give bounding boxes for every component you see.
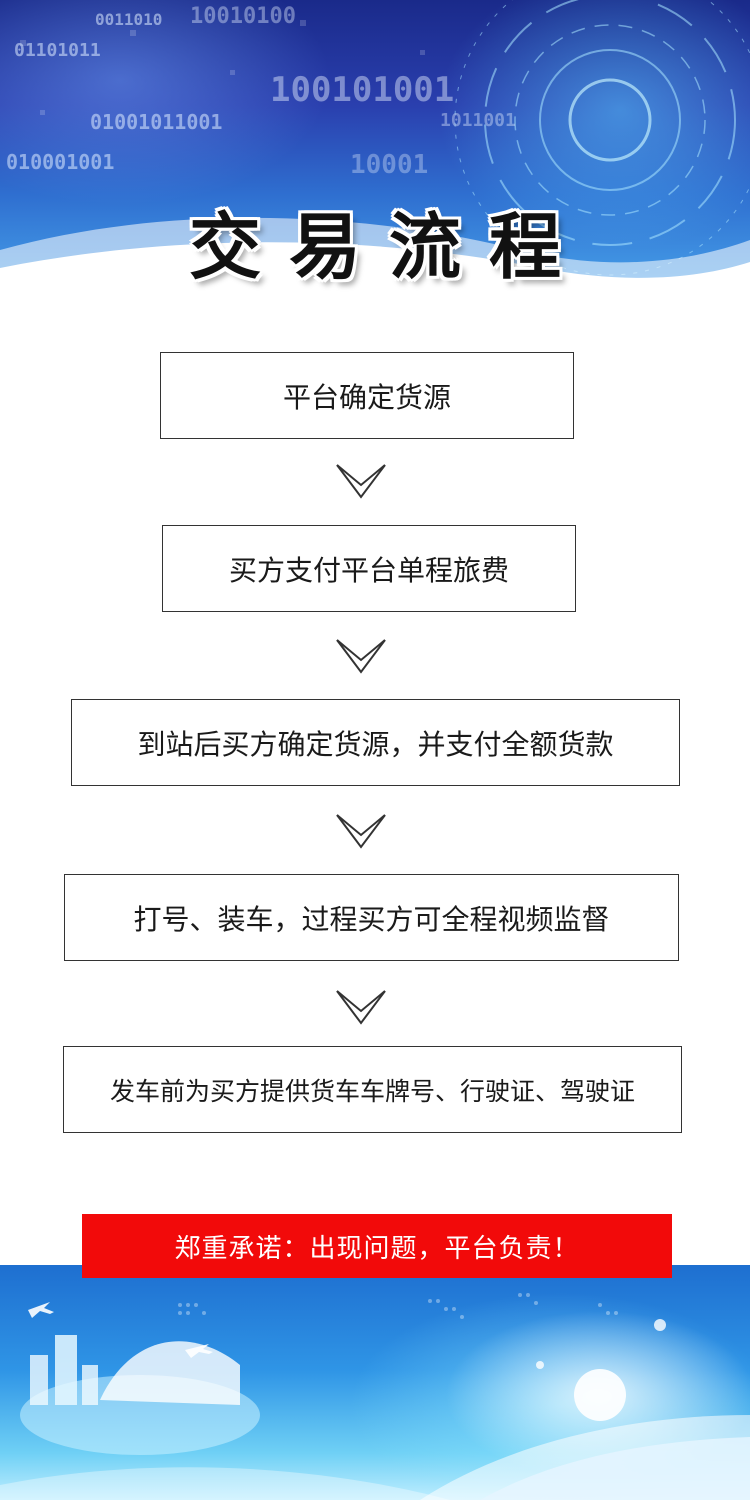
- top-banner: 01101011 100101001 01001011001 10010100 …: [0, 0, 750, 300]
- binary-text: 01001011001: [90, 110, 223, 134]
- chevron-down-icon: [336, 990, 386, 1025]
- chevron-down-icon: [336, 464, 386, 499]
- binary-text: 100101001: [270, 70, 455, 110]
- chevron-down-icon: [336, 639, 386, 674]
- binary-text: 10001: [350, 150, 429, 180]
- chevron-down-icon: [336, 814, 386, 849]
- promise-banner: 郑重承诺：出现问题，平台负责！: [82, 1214, 672, 1278]
- binary-text: 0011010: [95, 10, 163, 29]
- binary-text: 1011001: [440, 110, 516, 131]
- binary-text: 010001001: [6, 150, 115, 174]
- tech-circle-decor: [0, 0, 750, 300]
- binary-text: 10010100: [190, 4, 296, 29]
- city-tech-decor: [0, 1293, 750, 1500]
- page-title: 交易流程: [188, 205, 589, 289]
- step-box-5: 发车前为买方提供货车车牌号、行驶证、驾驶证: [63, 1046, 682, 1133]
- step-box-3: 到站后买方确定货源，并支付全额货款: [71, 699, 680, 786]
- step-box-1: 平台确定货源: [160, 352, 574, 439]
- step-box-2: 买方支付平台单程旅费: [162, 525, 576, 612]
- step-box-4: 打号、装车，过程买方可全程视频监督: [64, 874, 679, 961]
- bottom-banner: [0, 1265, 750, 1500]
- binary-text: 01101011: [14, 40, 101, 61]
